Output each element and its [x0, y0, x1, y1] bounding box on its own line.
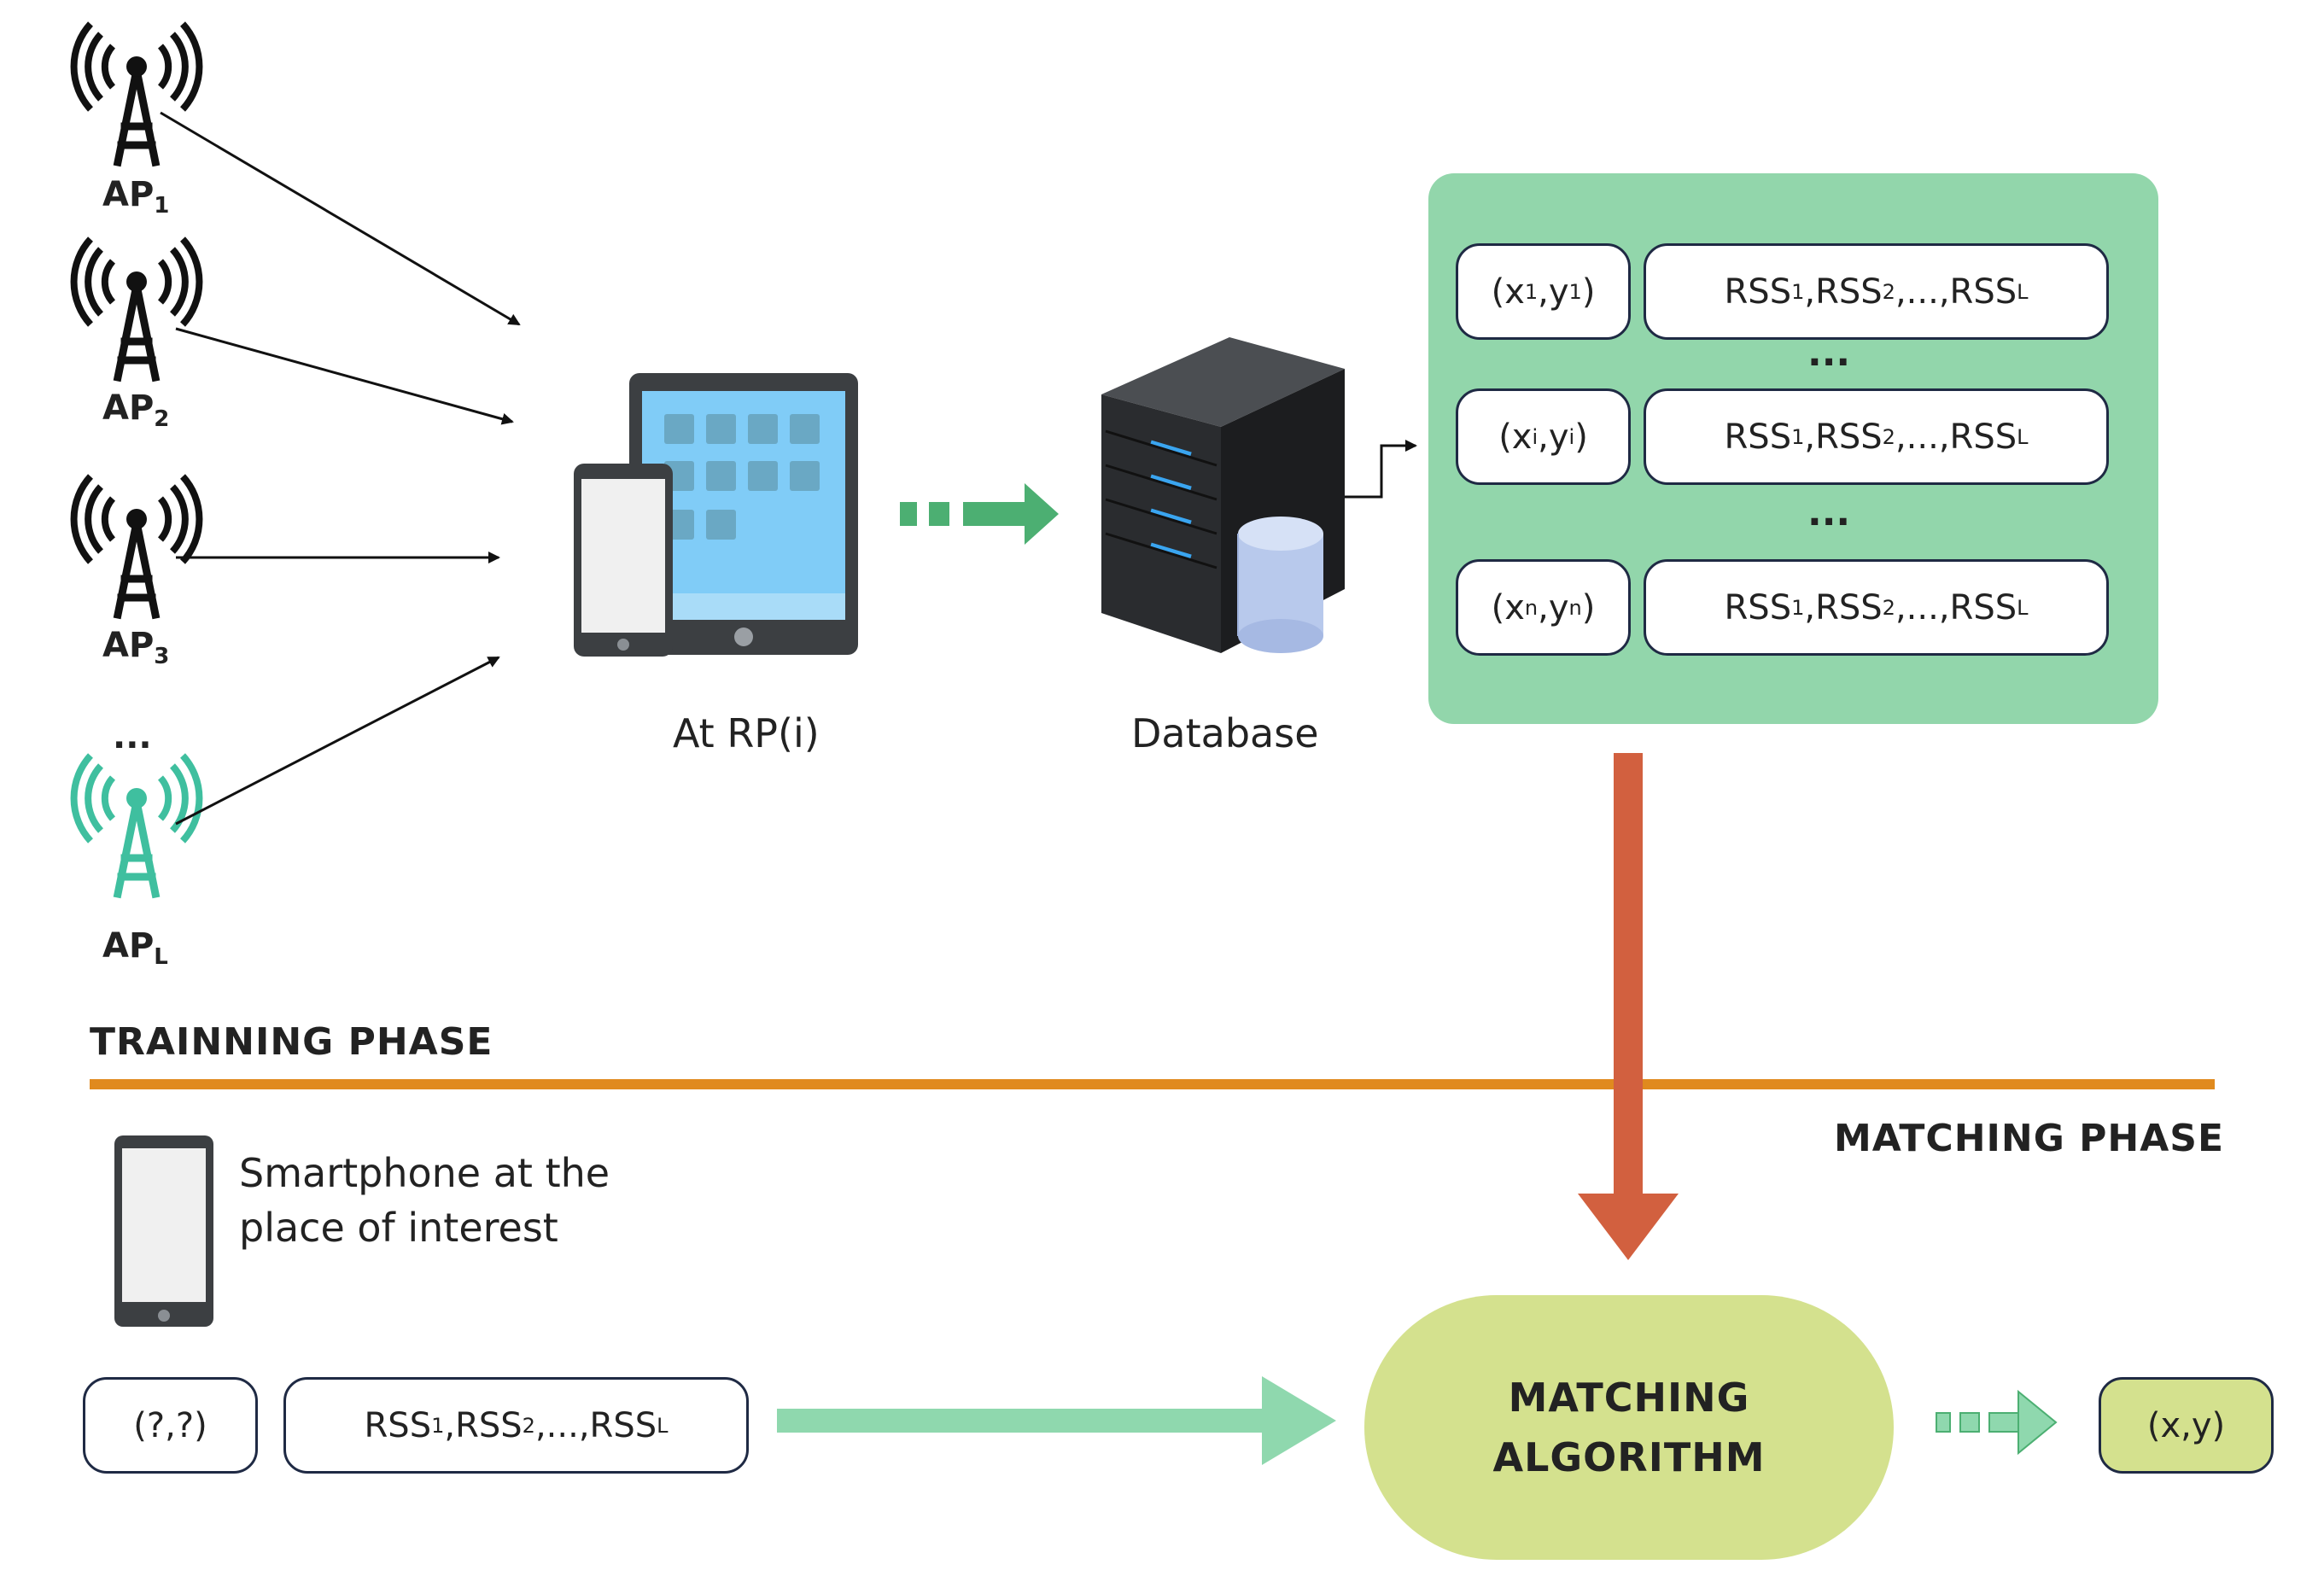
matching-phase-label: MATCHING PHASE [1834, 1117, 2225, 1160]
ap3-tower-icon [74, 476, 200, 615]
upload-arrow [900, 483, 1059, 545]
database-caption: Database [1131, 710, 1319, 756]
matching-algorithm-node: MATCHING ALGORITHM [1364, 1295, 1894, 1560]
query-to-algorithm-arrow [777, 1376, 1336, 1465]
ap2-signal-arrow [175, 327, 514, 425]
apL-tower-icon [74, 756, 200, 894]
matching-algorithm-line1: MATCHING [1508, 1375, 1750, 1421]
tablet-icon [629, 373, 858, 655]
server-to-db-connector [1345, 440, 1417, 499]
phone-icon [574, 464, 673, 657]
db-to-matching-arrow [1578, 753, 1679, 1260]
matching-algorithm-line2: ALGORITHM [1492, 1434, 1766, 1480]
ap1-label: AP1 [102, 175, 170, 219]
smartphone-caption: Smartphone at the place of interest [239, 1150, 610, 1251]
smartphone-icon [114, 1135, 213, 1327]
query-coord-pill: (?,?) [83, 1377, 258, 1474]
row-ellipsis-1: ... [1807, 331, 1851, 375]
apL-label: APL [102, 926, 168, 970]
algorithm-to-result-arrow [1936, 1389, 2058, 1456]
database-cylinder-icon [1237, 517, 1323, 653]
result-pill: (x,y) [2099, 1377, 2274, 1474]
apL-signal-arrow [175, 656, 500, 826]
ap2-label: AP2 [102, 388, 170, 432]
training-phase-label: TRAINNING PHASE [90, 1020, 493, 1064]
row-ellipsis-2: ... [1807, 491, 1851, 534]
device-caption: At RP(i) [673, 710, 820, 756]
ap1-signal-arrow [160, 111, 521, 326]
ap2-tower-icon [74, 239, 200, 377]
ap3-label: AP3 [102, 626, 170, 669]
ap-ellipsis: ... [113, 717, 152, 756]
ap1-tower-icon [74, 24, 200, 162]
